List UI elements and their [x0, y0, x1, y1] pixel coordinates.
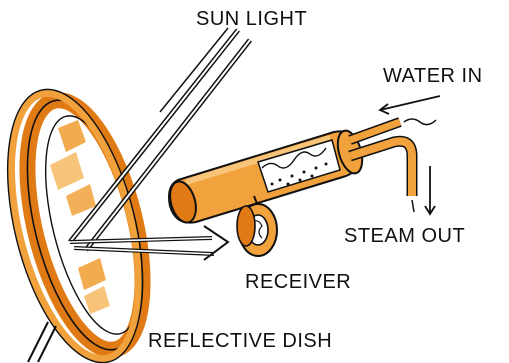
steam-out-label: STEAM OUT: [344, 226, 465, 246]
sun-light-label: SUN LIGHT: [196, 9, 307, 29]
reflective-dish: [0, 76, 167, 363]
receiver-label: RECEIVER: [245, 272, 351, 292]
water-steam-pipes: [350, 96, 440, 214]
reflective-dish-label: REFLECTIVE DISH: [148, 331, 332, 351]
water-in-label: WATER IN: [383, 66, 483, 86]
